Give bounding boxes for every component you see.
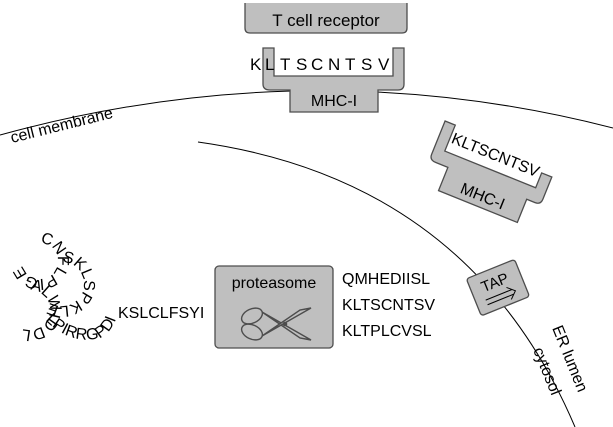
t-cell-receptor-label: T cell receptor xyxy=(272,11,380,30)
surface-mhc-complex: K L T S C N T S V MHC-I xyxy=(250,47,405,113)
peptide-letter: T xyxy=(345,55,355,74)
double-arrow-icon xyxy=(485,286,517,306)
protein-coil: CNFLPIGE SKLSPKLE ALWIDDL LPIRRGPDI KSLC… xyxy=(11,230,205,344)
tap-transporter: TAP xyxy=(466,259,530,316)
protein-tail-text: KSLCLFSYI xyxy=(118,305,204,322)
fragment-text: QMHEDIISL xyxy=(342,271,430,288)
peptide-letter: C xyxy=(311,55,323,74)
scissors-icon xyxy=(240,307,312,341)
peptide-letter: S xyxy=(296,55,307,74)
presented-peptide: K L T S C N T S V xyxy=(250,55,390,74)
peptide-letter: T xyxy=(280,55,290,74)
surface-mhc-label: MHC-I xyxy=(311,93,357,110)
cell-membrane-label: cell membrane xyxy=(9,105,115,147)
proteasome: proteasome xyxy=(214,265,334,349)
fragment-text: KLTSCNTSV xyxy=(342,297,435,314)
peptide-letter: V xyxy=(378,55,390,74)
peptide-letter: K xyxy=(250,55,262,74)
proteasome-label: proteasome xyxy=(232,275,317,292)
peptide-letter: S xyxy=(361,55,372,74)
peptide-letter: N xyxy=(328,55,340,74)
peptide-fragments: QMHEDIISL KLTSCNTSV KLTPLCVSL xyxy=(342,271,435,340)
t-cell-receptor: T cell receptor xyxy=(244,3,408,34)
coil-text: LPIRRGPDI xyxy=(42,311,119,344)
peptide-letter: L xyxy=(265,55,274,74)
er-membrane-line xyxy=(197,141,576,427)
fragment-text: KLTPLCVSL xyxy=(342,323,432,340)
er-mhc-complex: KLTSCNTSV MHC-I xyxy=(430,120,553,224)
